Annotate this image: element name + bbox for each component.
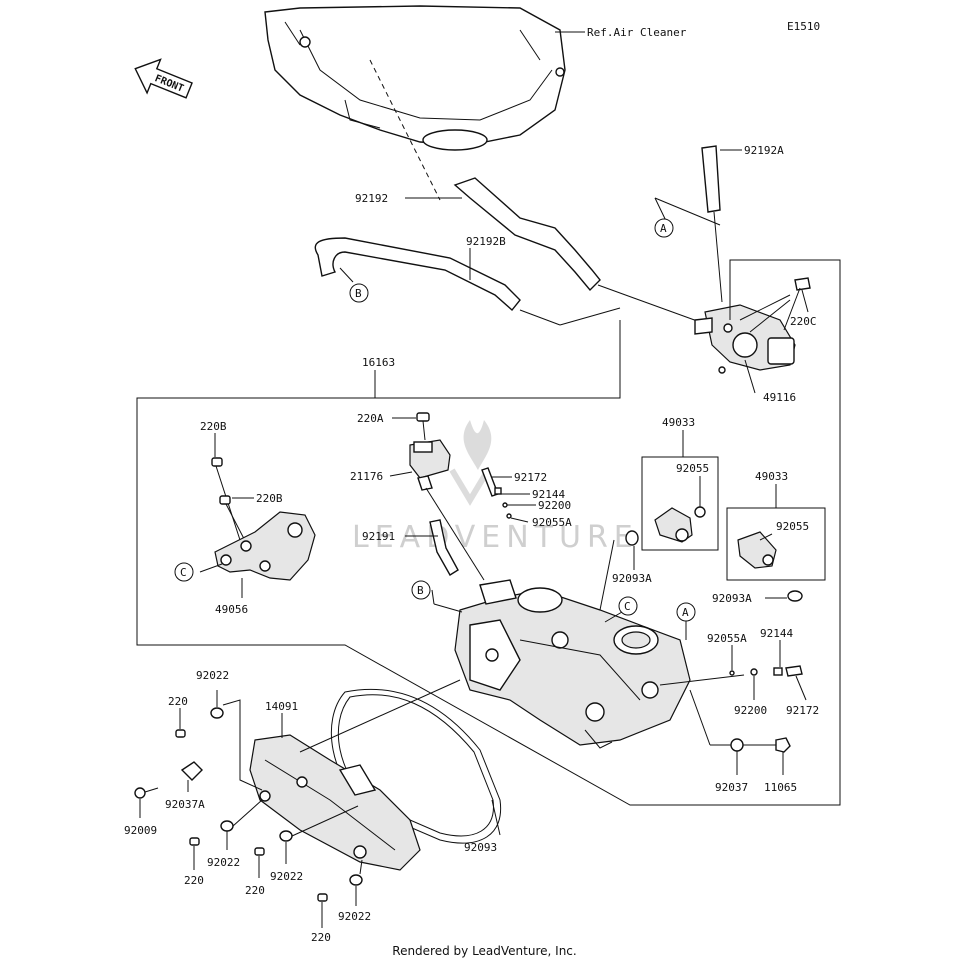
svg-text:A: A (660, 222, 667, 235)
throttle-body (454, 579, 691, 749)
part-92022-bottom: 92022 (338, 910, 371, 923)
svg-text:A: A (682, 606, 689, 619)
part-49056: 49056 (215, 603, 248, 616)
part-92144-right: 92144 (760, 627, 793, 640)
part-92055A-top: 92055A (532, 516, 572, 529)
bolt-220-left (189, 837, 200, 846)
part-16163: 16163 (362, 356, 395, 369)
callout-c-middle: C (618, 596, 638, 616)
part-92200-top: 92200 (538, 499, 571, 512)
part-92022-left: 92022 (207, 856, 240, 869)
front-arrow-icon: FRONT (134, 58, 193, 99)
part-92093A-upper: 92093A (612, 572, 652, 585)
hose-92192 (453, 177, 601, 292)
part-92192B: 92192B (466, 235, 506, 248)
part-14091: 14091 (265, 700, 298, 713)
part-92172-right: 92172 (786, 704, 819, 717)
part-92022-top: 92022 (196, 669, 229, 682)
seal-92093A-lower (787, 590, 803, 602)
part-220-middle: 220 (245, 884, 265, 897)
part-49033-lower: 49033 (755, 470, 788, 483)
injector-seal-set-2 (729, 665, 803, 677)
bolt-220-top (175, 729, 186, 738)
washer-92022-left (220, 820, 234, 832)
part-220A: 220A (357, 412, 384, 425)
svg-text:C: C (624, 600, 631, 613)
cover-14091 (249, 734, 421, 871)
diagram-code: E1510 (787, 20, 820, 33)
svg-text:B: B (355, 287, 362, 300)
svg-text:C: C (180, 566, 187, 579)
bolt-92009 (134, 787, 159, 799)
part-92022-middle: 92022 (270, 870, 303, 883)
washer-92022-top (210, 707, 224, 719)
part-92200-right: 92200 (734, 704, 767, 717)
part-220-bottom: 220 (311, 931, 331, 944)
callout-a-middle: A (676, 602, 696, 622)
watermark-text: LEADVENTURE (352, 520, 639, 555)
part-92055-upper: 92055 (676, 462, 709, 475)
hose-92192B (314, 237, 521, 312)
part-92009: 92009 (124, 824, 157, 837)
watermark: LEADVENTURE (352, 420, 639, 555)
part-21176: 21176 (350, 470, 383, 483)
part-220B-top: 220B (200, 420, 227, 433)
part-92093A-lower: 92093A (712, 592, 752, 605)
screw-220B-top (211, 457, 223, 467)
bolt-220-bottom (317, 893, 328, 902)
callout-b-top: B (349, 283, 369, 303)
svg-text:B: B (417, 584, 424, 597)
injector-seal-set-1 (481, 467, 512, 519)
part-92192: 92192 (355, 192, 388, 205)
part-92037: 92037 (715, 781, 748, 794)
injector-49033-lower (737, 531, 777, 569)
footer-credit: Rendered by LeadVenture, Inc. (392, 944, 577, 958)
callout-a-top: A (654, 218, 674, 238)
bracket-49056 (214, 511, 316, 581)
callout-b-middle: B (411, 580, 431, 600)
part-92055A-right: 92055A (707, 632, 747, 645)
part-220-top: 220 (168, 695, 188, 708)
washer-92022-bottom (349, 874, 363, 886)
part-220-left: 220 (184, 874, 204, 887)
part-92144-top: 92144 (532, 488, 565, 501)
part-49033-upper: 49033 (662, 416, 695, 429)
screw-220C (783, 277, 811, 331)
cap-11065 (775, 737, 791, 753)
callout-c-left: C (174, 562, 194, 582)
seal-92093A-upper (625, 530, 639, 546)
part-220B-middle: 220B (256, 492, 283, 505)
washer-92022-middle (279, 830, 293, 842)
part-92055-lower: 92055 (776, 520, 809, 533)
part-92037A: 92037A (165, 798, 205, 811)
air-cleaner-housing (264, 5, 566, 151)
label-ref-air-cleaner: Ref.Air Cleaner (587, 26, 687, 39)
part-92172-top: 92172 (514, 471, 547, 484)
part-49116: 49116 (763, 391, 796, 404)
bolt-220A (416, 412, 430, 441)
hose-92192A (701, 145, 723, 303)
part-11065: 11065 (764, 781, 797, 794)
screw-220B-middle (219, 495, 231, 505)
hose-92191 (429, 519, 459, 576)
part-220C: 220C (790, 315, 817, 328)
actuator-49116 (694, 304, 796, 374)
clip-92037 (730, 738, 744, 752)
part-92191: 92191 (362, 530, 395, 543)
dowel-92037A (180, 761, 203, 781)
sensor-21176 (409, 439, 451, 491)
bolt-220-middle (254, 847, 265, 856)
injector-49033-upper (654, 506, 706, 543)
part-92192A: 92192A (744, 144, 784, 157)
part-92093: 92093 (464, 841, 497, 854)
